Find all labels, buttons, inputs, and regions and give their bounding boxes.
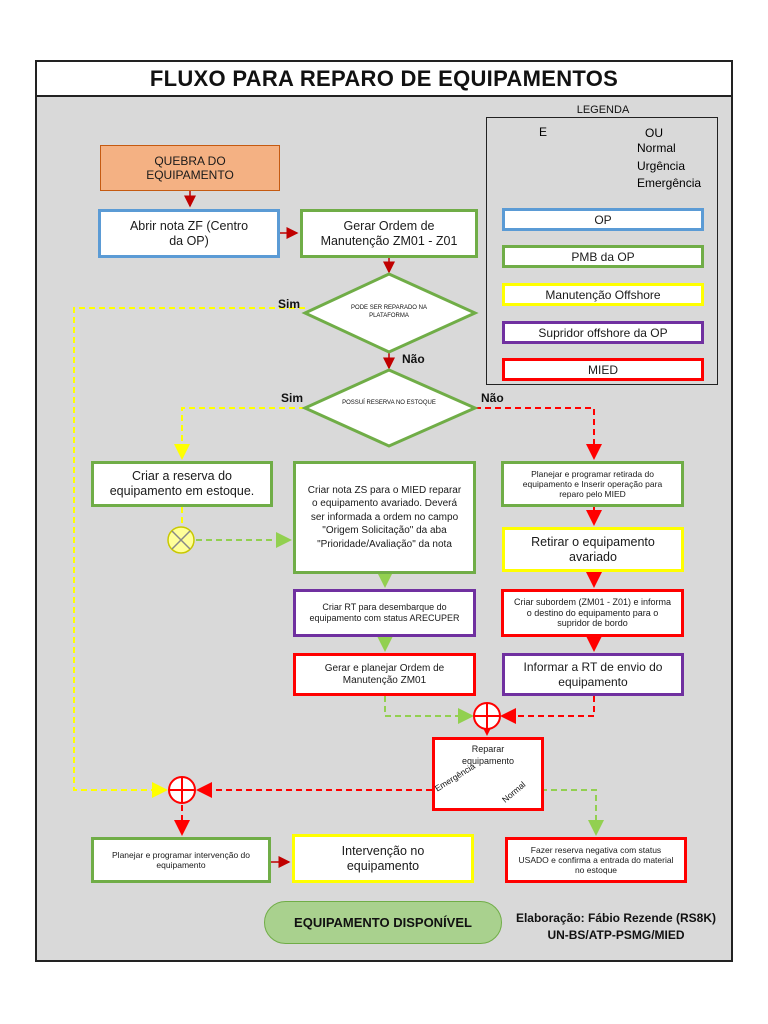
legend-or-label: OU	[645, 126, 663, 140]
box-reserva-negativa: Fazer reserva negativa com status USADO …	[505, 837, 687, 883]
solid-arrows	[184, 191, 395, 868]
decision-text-2: POSSUÍ RESERVA NO ESTOQUE	[342, 400, 436, 406]
legend-emergencia-label: Emergência	[637, 176, 702, 190]
box-criar-nota-zs: Criar nota ZS para o MIED reparar o equi…	[293, 461, 476, 574]
box-criar-subordem: Criar subordem (ZM01 - Z01) e informa o …	[501, 589, 684, 637]
label-d1-yes: Sim	[278, 297, 301, 311]
box-gerar-planejar: Gerar e planejar Ordem de Manutenção ZM0…	[293, 653, 476, 696]
legend-and-label: E	[539, 125, 548, 139]
box-retirar: Retirar o equipamento avariado	[502, 527, 684, 572]
decision-text-1: PODE SER REPARADO NA PLATAFORMA	[351, 305, 427, 319]
legend-heading: LEGENDA	[576, 104, 630, 116]
box-criar-reserva: Criar a reserva do equipamento em estoqu…	[91, 461, 273, 507]
or-gate-icon-upper	[473, 702, 501, 730]
credit-text: Elaboração: Fábio Rezende (RS8K) UN-BS/A…	[515, 911, 717, 943]
label-d2-yes: Sim	[281, 391, 304, 405]
normal-lines	[196, 532, 604, 836]
legend-box-offshore: Manutenção Offshore	[502, 283, 704, 306]
box-criar-rt: Criar RT para desembarque do equipamento…	[293, 589, 476, 637]
label-d2-no: Não	[481, 391, 504, 405]
legend-normal-label: Normal	[637, 141, 676, 155]
box-reparar: Reparar equipamento	[432, 737, 544, 811]
title-bar: FLUXO PARA REPARO DE EQUIPAMENTOS	[35, 60, 733, 97]
box-intervencao: Intervenção no equipamento	[292, 834, 474, 883]
end-node: EQUIPAMENTO DISPONÍVEL	[264, 901, 502, 944]
decision-repair-onboard	[301, 272, 479, 354]
urgency-lines	[73, 307, 305, 798]
start-node: QUEBRA DO EQUIPAMENTO	[100, 145, 280, 191]
box-planejar-retirada: Planejar e programar retirada do equipam…	[501, 461, 684, 507]
box-planejar-intervencao: Planejar e programar intervenção do equi…	[91, 837, 271, 883]
and-gate-icon	[167, 526, 195, 554]
box-informar-rt: Informar a RT de envio do equipamento	[502, 653, 684, 696]
label-d1-no: Não	[402, 352, 425, 366]
decision-stock	[301, 368, 479, 448]
box-gerar-ordem: Gerar Ordem de Manutenção ZM01 - Z01	[300, 209, 478, 258]
legend-box-supridor: Supridor offshore da OP	[502, 321, 704, 344]
or-gate-icon-lower	[168, 776, 196, 804]
legend-box-op: OP	[502, 208, 704, 231]
emergency-lines	[174, 407, 602, 836]
page-title: FLUXO PARA REPARO DE EQUIPAMENTOS	[149, 65, 619, 91]
legend-box-pmb: PMB da OP	[502, 245, 704, 268]
legend-box-mied: MIED	[502, 358, 704, 381]
legend: LEGENDA E OU Normal Urgência Emergência …	[486, 104, 718, 385]
box-abrir-nota: Abrir nota ZF (Centro da OP)	[98, 209, 280, 258]
legend-urgencia-label: Urgência	[637, 159, 686, 173]
